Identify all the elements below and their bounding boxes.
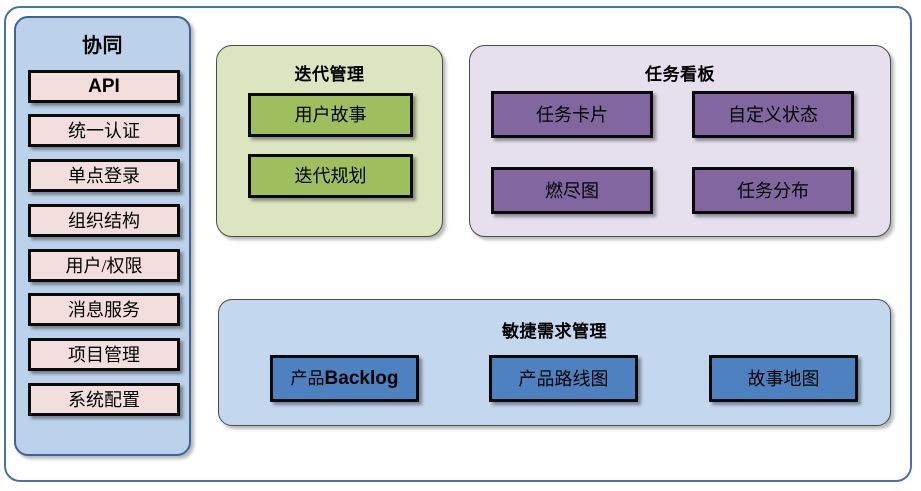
- sidebar-item-message-service[interactable]: 消息服务: [28, 293, 180, 326]
- iteration-management-title: 迭代管理: [294, 65, 365, 84]
- taskboard-item-custom-status[interactable]: 自定义状态: [692, 91, 854, 138]
- iteration-item-user-story[interactable]: 用户故事: [248, 93, 413, 137]
- iteration-item-iteration-planning[interactable]: 迭代规划: [248, 154, 413, 198]
- agile-requirement-title: 敏捷需求管理: [502, 322, 607, 341]
- agile-item-product-backlog-cjk: 产品: [290, 369, 325, 388]
- sidebar-panel: 协同 API 统一认证 单点登录 组织结构 用户/权限 消息服务 项目管理 系统…: [14, 16, 191, 456]
- sidebar-item-user-permission[interactable]: 用户/权限: [28, 249, 180, 282]
- sidebar-title: 协同: [82, 35, 123, 57]
- taskboard-item-burndown-chart[interactable]: 燃尽图: [491, 167, 653, 214]
- task-board-title: 任务看板: [645, 65, 715, 84]
- sidebar-item-single-sign-on[interactable]: 单点登录: [28, 159, 180, 192]
- taskboard-item-task-distribution[interactable]: 任务分布: [692, 167, 854, 214]
- agile-item-product-backlog-latin: Backlog: [324, 368, 399, 389]
- sidebar-item-unified-auth[interactable]: 统一认证: [28, 114, 180, 147]
- task-board-panel: 任务看板 任务卡片 自定义状态 燃尽图 任务分布: [469, 45, 891, 237]
- sidebar-item-project-management[interactable]: 项目管理: [28, 338, 180, 371]
- iteration-management-panel: 迭代管理 用户故事 迭代规划: [216, 45, 443, 237]
- taskboard-item-task-card[interactable]: 任务卡片: [491, 91, 653, 138]
- sidebar-item-system-config[interactable]: 系统配置: [28, 383, 180, 416]
- sidebar-item-org-structure[interactable]: 组织结构: [28, 204, 180, 237]
- sidebar-item-api[interactable]: API: [28, 70, 180, 103]
- agile-item-story-map[interactable]: 故事地图: [709, 355, 858, 402]
- agile-item-product-roadmap[interactable]: 产品路线图: [489, 355, 638, 402]
